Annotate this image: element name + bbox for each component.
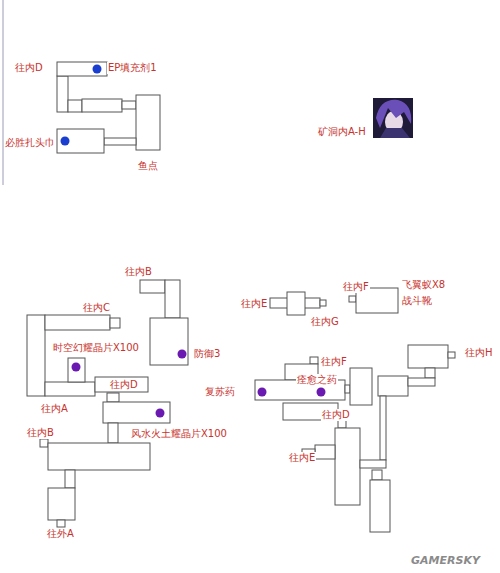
map-label: 往内A [40,403,69,415]
corridor [57,520,65,527]
corridor [104,138,136,145]
corridor [27,315,45,396]
corridor [448,352,455,358]
item-dot [317,388,326,397]
portrait-icon [373,98,413,138]
room [103,402,170,423]
corridor [360,460,386,468]
room [408,345,448,368]
item-dot [178,350,187,359]
room [150,318,188,365]
map-label: EP填充剂1 [107,62,158,74]
map-label: 防御3 [193,348,221,360]
corridor [108,423,118,443]
room [378,376,408,396]
corridor [45,315,110,330]
item-dot [258,388,267,397]
room [136,95,160,150]
map-label: 飞翼蚁X8 [401,279,446,291]
map-label: 矿洞内A-H [317,126,367,138]
room [350,368,372,405]
map-label: 往内C [82,302,111,314]
portrait-ground [373,98,413,138]
item-dot [72,363,81,372]
corridor [408,378,435,386]
map-label: 鱼点 [137,160,159,172]
map-label: 往内F [342,281,370,293]
map-label: 往内D [321,409,351,421]
corridor [310,357,318,364]
room [48,488,75,520]
map-label: 往内E [288,452,316,464]
item-dot [93,65,102,74]
map-label: 往内B [26,427,55,439]
map-label: 风水火土耀晶片X100 [130,428,228,440]
corridor [320,300,326,306]
room [370,480,390,532]
map-label: 战斗靴 [401,295,433,307]
corridor [345,385,350,393]
corridor [65,470,75,488]
portrait-body [380,128,410,138]
corridor [95,377,148,392]
room [68,358,85,382]
map-label: 痊愈之药 [296,374,338,386]
item-dot [156,409,165,418]
corridor [140,280,165,293]
corridor [349,296,356,302]
corridor [107,393,119,402]
room [287,292,305,315]
room [48,443,150,470]
corridor [372,470,382,480]
watermark: GAMERSKY [410,555,481,567]
room [57,62,107,76]
map-label: 往内H [464,347,494,359]
map-label: 往内F [320,356,348,368]
map-label: 复苏药 [204,386,236,398]
corridor [82,99,122,112]
corridor [110,318,120,328]
frame-line [3,0,4,185]
corridor [380,396,386,460]
map-label: 往内E [240,298,268,310]
corridor [45,382,95,396]
corridor [57,76,68,112]
corridor [40,439,48,447]
map-label: 时空幻耀晶片X100 [52,342,140,354]
map-label: 往外A [46,528,75,540]
corridor [315,445,335,459]
corridor [338,420,346,428]
map-label: 必胜扎头巾 [4,137,56,149]
map-label: 往内B [124,266,153,278]
corridor [425,368,435,378]
corridor [68,100,82,112]
portrait-hair [376,100,411,128]
corridor [122,101,136,109]
corridor [165,280,180,318]
item-dot [61,137,70,146]
map-label: 往内G [310,316,340,328]
map-label: 往内D [14,62,44,74]
room [335,428,360,505]
room [57,129,104,153]
map-label: 往内D [109,379,139,391]
